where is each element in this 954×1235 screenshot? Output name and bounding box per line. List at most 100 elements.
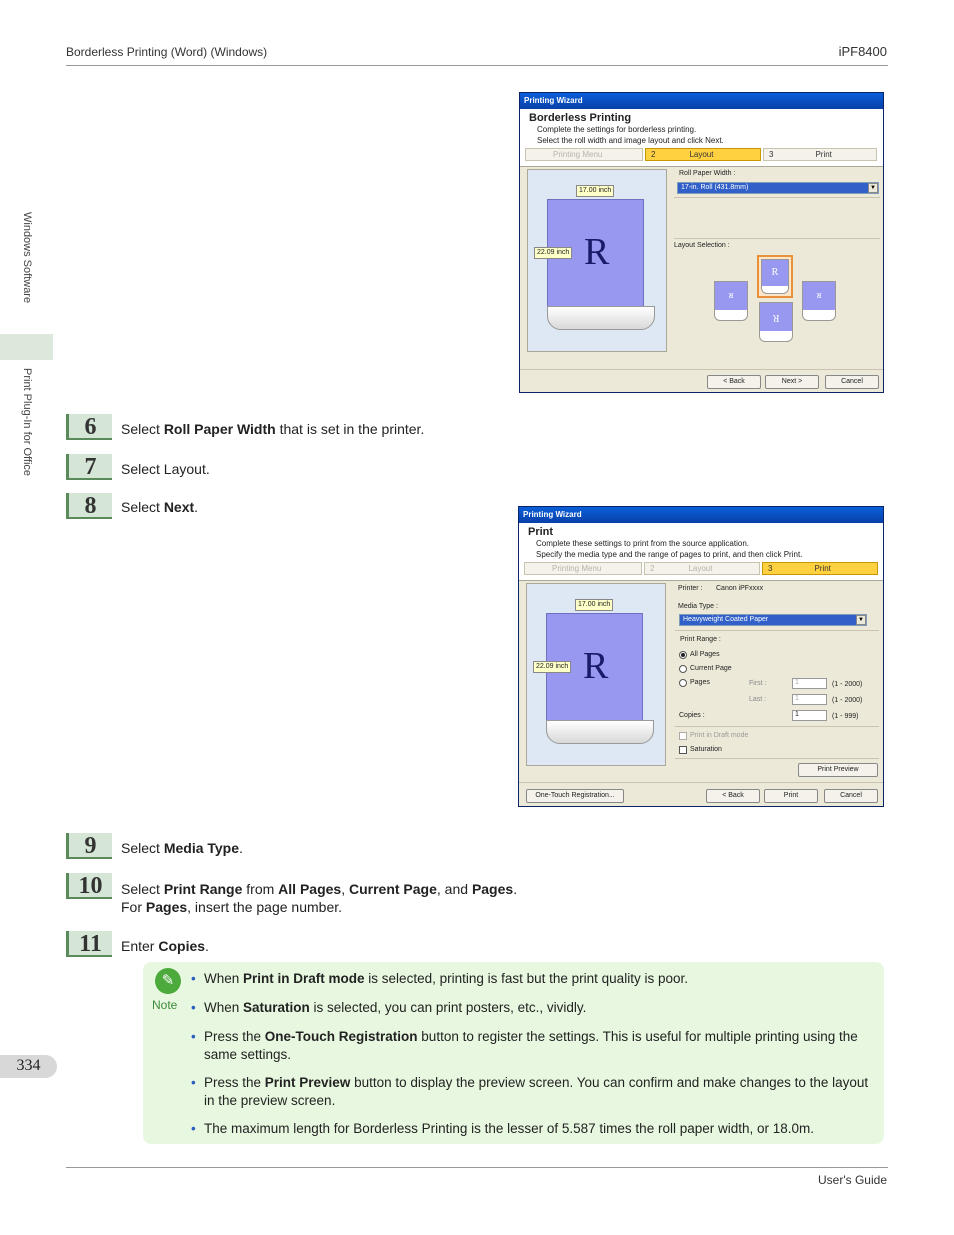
layout-thumb-letter: ᴚ [715,282,747,310]
crumb-layout: 2 Layout [644,562,760,575]
step-9-text: Select Media Type. [121,840,243,856]
bullet-text-part: When [204,971,244,986]
cancel-button[interactable]: Cancel [824,789,878,803]
copies-range: (1 - 999) [832,713,859,720]
step-bold-term: Media Type [163,840,240,856]
step-11-text: Enter Copies. [121,938,209,954]
step-bold-term: Roll Paper Width [163,421,276,437]
crumb-layout: 2 Layout [645,148,761,161]
first-page-stepper[interactable]: 1 [792,678,827,689]
step-bold-term: Copies [158,938,206,954]
step-text-part: Select [121,840,164,856]
layout-option-bottom[interactable]: R [759,302,793,342]
note-bullet-saturation: When Saturation is selected, you can pri… [191,999,875,1017]
draft-mode-label: Print in Draft mode [690,732,749,739]
dialog-heading: Print [528,526,554,538]
saturation-label: Saturation [690,746,722,753]
layout-option-right[interactable]: ᴚ [802,281,836,321]
dialog-titlebar: Printing Wizard [520,93,883,109]
crumb-num: 3 [768,564,773,573]
roll-preview [547,306,655,330]
step-10-line-2: For Pages, insert the page number. [121,898,517,916]
layout-thumb-letter: ᴚ [803,282,835,310]
settings-divider [675,758,879,759]
copies-label: Copies : [679,712,705,719]
media-type-select[interactable]: Heavyweight Coated Paper ▼ [679,614,867,626]
step-bold-term: Pages [471,881,514,897]
back-button[interactable]: < Back [706,789,760,803]
step-text-part: Select [121,421,164,437]
print-preview-button[interactable]: Print Preview [798,763,878,777]
layout-option-top-selected[interactable]: R [757,255,793,298]
crumb-label: Layout [688,564,713,573]
roll-width-select[interactable]: 17-in. Roll (431.8mm) ▼ [677,182,879,194]
side-tab-print-plugin[interactable]: Print Plug-In for Office [21,368,33,477]
last-page-stepper[interactable]: 1 [792,694,827,705]
step-text-part: . [239,840,243,856]
dialog-instruction-2: Select the roll width and image layout a… [537,136,724,145]
layout-thumb-letter: R [762,260,788,286]
bullet-text-part: is selected, you can print posters, etc.… [309,1000,587,1015]
step-10-text: Select Print Range from All Pages, Curre… [121,880,517,916]
button-divider [519,782,883,783]
roll-width-value: 17-in. Roll (431.8mm) [681,184,749,191]
print-button[interactable]: Print [764,789,818,803]
step-number-11: 11 [66,931,112,957]
chevron-down-icon[interactable]: ▼ [856,615,866,625]
dialog-heading: Borderless Printing [529,112,632,124]
crumb-label: Layout [689,150,714,159]
print-range-label: Print Range : [680,636,721,643]
note-bullet-registration: Press the One-Touch Registration button … [191,1028,875,1064]
step-6-text: Select Roll Paper Width that is set in t… [121,421,424,437]
step-bold-term: Print Range [163,881,243,897]
page-number: 334 [0,1055,57,1078]
footer-guide-name: User's Guide [818,1173,887,1187]
first-range: (1 - 2000) [832,681,863,688]
crumb-num: 3 [769,150,774,159]
all-pages-radio[interactable] [679,651,687,659]
chevron-down-icon[interactable]: ▼ [868,183,878,193]
side-tab-highlight [0,334,53,360]
layout-preview-panel: R 17.00 inch 22.09 inch [527,169,667,352]
settings-divider [674,197,880,198]
height-tag: 22.09 inch [534,247,573,259]
bullet-text-part: button to register the settings. This is… [204,1029,858,1062]
back-button[interactable]: < Back [707,375,761,389]
step-7-text: Select Layout. [121,461,210,477]
layout-option-left[interactable]: ᴚ [714,281,748,321]
last-label: Last : [749,696,767,703]
bullet-text-part: Press the [204,1029,265,1044]
crumb-num: 2 [651,150,656,159]
bullet-text: The maximum length for Borderless Printi… [204,1121,815,1136]
dialog-header: Borderless Printing Complete the setting… [520,109,883,167]
bullet-bold-term: One-Touch Registration [264,1029,418,1044]
dialog-titlebar: Printing Wizard [519,507,883,523]
side-tab-windows-software[interactable]: Windows Software [21,212,33,304]
first-label: First : [749,680,767,687]
step-text-part: For [121,899,146,915]
one-touch-registration-button[interactable]: One-Touch Registration... [526,789,624,803]
next-button[interactable]: Next > [765,375,819,389]
pencil-icon: ✎ [155,968,181,994]
step-text-part: . [205,938,209,954]
step-10-line-1: Select Print Range from All Pages, Curre… [121,880,517,898]
draft-mode-checkbox[interactable] [679,732,687,740]
current-page-radio[interactable] [679,665,687,673]
pages-radio[interactable] [679,679,687,687]
cancel-button[interactable]: Cancel [825,375,879,389]
crumb-label: Print [814,564,831,573]
pages-label: Pages [690,679,710,686]
step-text-part: from [242,881,279,897]
crumb-num: 2 [650,564,655,573]
dialog-instruction-1: Complete the settings for borderless pri… [537,125,697,134]
printing-wizard-print-dialog: Printing Wizard Print Complete these set… [518,506,884,807]
step-bold-term: All Pages [278,881,342,897]
step-text-part: , [341,881,349,897]
step-text-part: Enter [121,938,159,954]
width-tag: 17.00 inch [575,599,614,611]
bullet-bold-term: Print Preview [264,1075,351,1090]
step-number-8: 8 [66,493,112,519]
copies-stepper[interactable]: 1 [792,710,827,721]
saturation-checkbox[interactable] [679,746,687,754]
